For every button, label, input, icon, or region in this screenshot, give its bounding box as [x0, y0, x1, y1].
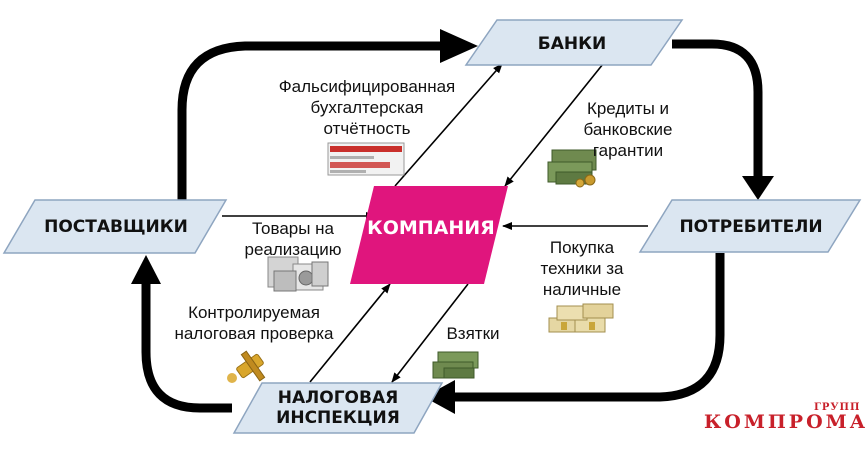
arrow-banks-to-consumers	[672, 39, 763, 176]
money-stack-icon	[547, 149, 597, 188]
node-company	[350, 186, 508, 284]
arrowhead-consumers	[742, 176, 774, 200]
arrowhead-tax	[424, 380, 455, 414]
document-icon	[327, 142, 405, 176]
arrow-tax-to-company	[309, 283, 391, 383]
node-label-company: КОМПАНИЯ	[367, 217, 495, 239]
edge-label-bribes: Взятки	[446, 324, 500, 343]
money-icon	[432, 351, 479, 379]
arrow-suppliers-to-banks	[177, 41, 440, 200]
node-label-tax-line2: ИНСПЕКЦИЯ	[276, 408, 400, 428]
node-label-banks: БАНКИ	[537, 34, 607, 54]
gavel-icon	[227, 350, 266, 383]
arrow-tax-to-suppliers	[141, 282, 232, 413]
edge-label-credits: Кредиты и банковские гарантии	[583, 99, 673, 160]
node-consumers	[638, 199, 862, 253]
flow-arrows	[222, 63, 648, 383]
arrowhead-suppliers	[131, 255, 161, 284]
edge-label-purchase: Покупка техники за наличные	[540, 238, 624, 299]
node-banks	[464, 19, 684, 66]
cycle-arrows	[141, 39, 763, 413]
appliances-icon	[267, 256, 329, 292]
node-label-tax: НАЛОГОВАЯ ИНСПЕКЦИЯ	[276, 388, 400, 428]
cash-stack-icon	[548, 303, 614, 333]
node-label-consumers: ПОТРЕБИТЕЛИ	[679, 217, 823, 237]
watermark-small: ГРУПП	[814, 402, 861, 413]
edge-label-falsified: Фальсифицированная бухгалтерская отчётно…	[278, 77, 456, 138]
arrowhead-banks	[440, 29, 478, 63]
arrow-consumers-to-tax	[455, 253, 725, 402]
arrow-company-to-banks	[394, 63, 503, 187]
node-label-tax-line1: НАЛОГОВАЯ	[277, 388, 399, 408]
node-suppliers	[2, 199, 228, 254]
node-label-suppliers: ПОСТАВЩИКИ	[44, 217, 188, 237]
cycle-arrowheads	[131, 29, 774, 414]
watermark-main: КОМПРОМАТ	[704, 411, 867, 433]
arrow-banks-to-company	[504, 63, 604, 187]
edge-label-audit: Контролируемая налоговая проверка	[174, 303, 334, 343]
edge-label-goods: Товары на реализацию	[244, 219, 342, 259]
arrow-company-to-tax	[391, 283, 469, 383]
node-tax	[232, 382, 444, 434]
